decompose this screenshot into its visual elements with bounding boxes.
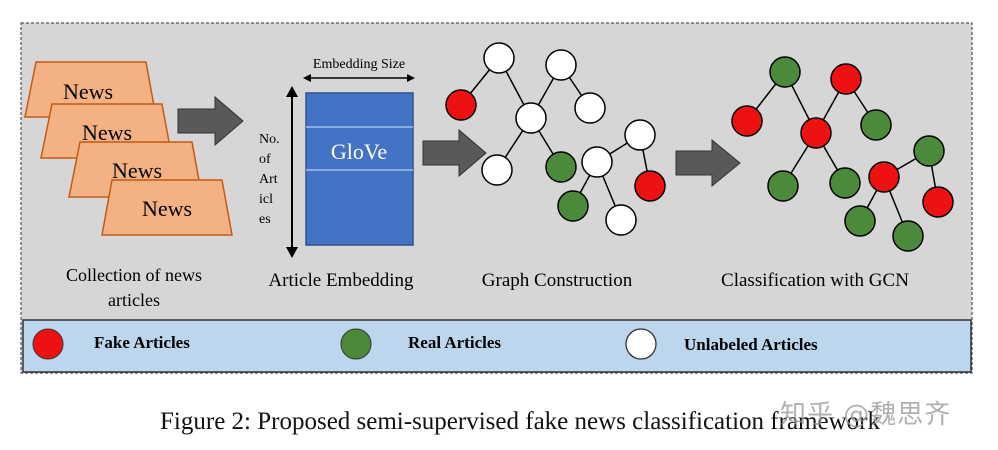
classified-node-real <box>913 135 945 167</box>
watermark: 知乎 @魏思齐 <box>780 400 952 430</box>
legend: Fake Articles Real Articles Unlabeled Ar… <box>22 319 972 373</box>
news-stack: News News News News <box>24 61 233 236</box>
classified-node-real <box>844 205 876 237</box>
classified-node-fake <box>800 117 832 149</box>
figure-caption: Figure 2: Proposed semi-supervised fake … <box>160 408 880 435</box>
legend-fake-label: Fake Articles <box>94 333 190 352</box>
framework-diagram: News News News News Collection of news a… <box>20 22 973 374</box>
legend-real-label: Real Articles <box>408 333 501 352</box>
news-document-4: News <box>101 179 233 236</box>
embedding-size-arrow <box>303 74 415 82</box>
classified-node-fake <box>731 105 763 137</box>
embedding-stage-label: Article Embedding <box>268 270 414 291</box>
legend-real-swatch <box>340 328 372 360</box>
legend-unlabeled-label: Unlabeled Articles <box>684 335 818 354</box>
glove-label: GloVe <box>331 139 387 164</box>
classified-node-real <box>892 220 924 252</box>
constructed-graph <box>445 42 666 236</box>
graph-node-unlabeled <box>481 154 513 186</box>
classified-graph <box>731 56 954 252</box>
graph-node-unlabeled <box>574 92 606 124</box>
legend-unlabeled-swatch <box>625 328 657 360</box>
classified-node-real <box>769 56 801 88</box>
graph-node-unlabeled <box>605 204 637 236</box>
glove-matrix: GloVe <box>305 92 414 246</box>
graph-node-unlabeled <box>545 49 577 81</box>
graph-node-unlabeled <box>624 119 656 151</box>
graph-node-unlabeled <box>581 146 613 178</box>
graph-node-unlabeled <box>483 42 515 74</box>
news-label-3: News <box>112 158 162 183</box>
flow-arrow-2 <box>422 128 487 178</box>
graph-node-unlabeled <box>515 102 547 134</box>
news-label-4: News <box>142 196 192 221</box>
classified-node-real <box>829 167 861 199</box>
collection-label-line2: articles <box>108 290 160 310</box>
news-label-1: News <box>63 79 113 104</box>
collection-label-line1: Collection of news <box>66 265 202 285</box>
articles-count-label-3: Art <box>259 172 278 187</box>
classification-stage-label: Classification with GCN <box>721 270 909 291</box>
graph-stage-label: Graph Construction <box>482 270 633 291</box>
classified-node-real <box>767 170 799 202</box>
articles-count-arrow <box>286 86 298 258</box>
graph-node-real <box>557 190 589 222</box>
classified-node-real <box>860 109 892 141</box>
classified-node-fake <box>868 161 900 193</box>
flow-arrow-3 <box>675 138 741 188</box>
embedding-size-label: Embedding Size <box>313 57 405 72</box>
graph-node-fake <box>445 89 477 121</box>
classified-node-fake <box>922 186 954 218</box>
news-label-2: News <box>82 120 132 145</box>
legend-fake-swatch <box>32 328 64 360</box>
graph-node-real <box>545 151 577 183</box>
articles-count-label-2: of <box>259 152 271 167</box>
articles-count-label-5: es <box>259 212 271 227</box>
flow-arrow-1 <box>177 95 244 147</box>
classified-node-fake <box>830 63 862 95</box>
graph-node-fake <box>634 170 666 202</box>
articles-count-label-4: icl <box>259 192 273 207</box>
articles-count-label-1: No. <box>259 132 280 147</box>
